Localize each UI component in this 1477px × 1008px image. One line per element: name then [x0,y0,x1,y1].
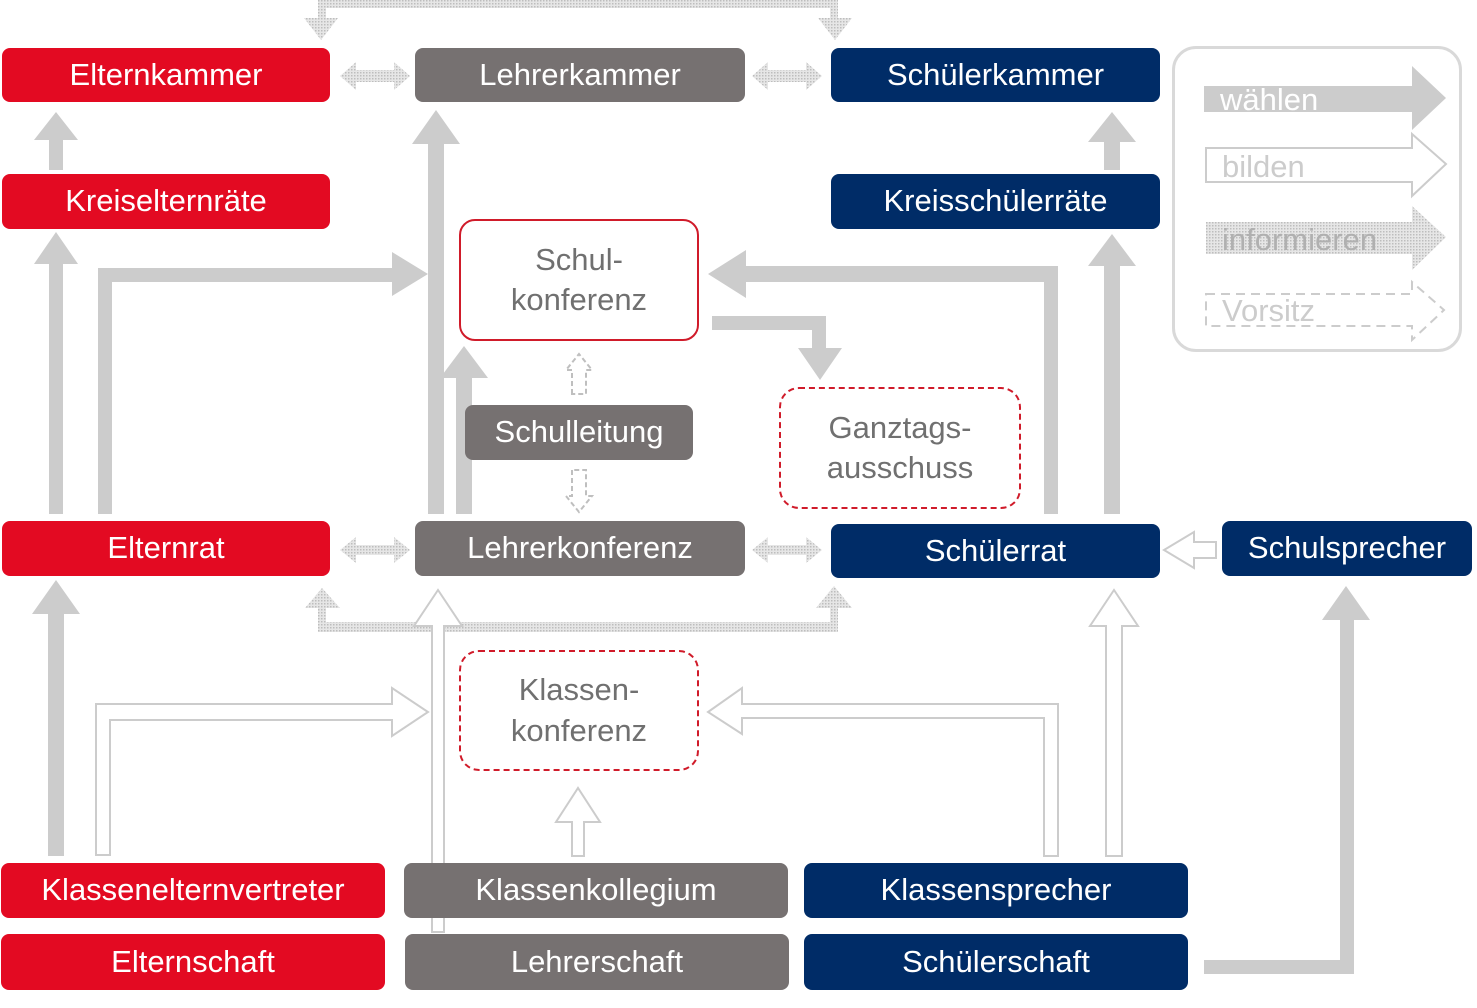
elect-arrow-lehrerkonferenz-schulkonferenz [440,346,488,514]
node-label: Klassenkollegium [475,872,717,908]
elect-arrow-elternrat-schulkonferenz [98,252,428,514]
form-arrow-klassenkollegium-klassenkonferenz [554,786,602,857]
node-schuelerkammer[interactable]: Schülerkammer [831,48,1160,102]
node-label: Schulleitung [494,414,664,450]
inform-arrow-bottom-bracket [305,586,852,632]
form-arrow-klassensprecher-schuelerrat [1088,588,1140,857]
node-klassenelternvertreter[interactable]: Klassenelternvertreter [1,863,385,918]
node-label: Kreiselternräte [65,183,267,219]
node-label-line-1: Ganztags- [828,409,972,445]
node-ganztagsausschuss[interactable]: Ganztags- ausschuss [779,387,1021,509]
chair-arrow-schulleitung-lehrerkonferenz [563,469,595,514]
node-klassensprecher[interactable]: Klassensprecher [804,863,1188,918]
node-label: Elternkammer [69,56,263,92]
legend-label-informieren: informieren [1222,222,1378,257]
elect-arrow-elternrat-kreiseltern [34,232,78,514]
node-label: Schulsprecher [1247,530,1447,566]
node-schulleitung[interactable]: Schulleitung [465,405,693,460]
legend [1172,46,1462,352]
node-lehrerkonferenz[interactable]: Lehrerkonferenz [415,521,745,576]
elect-arrow-kreiseltern-elternkammer [34,112,78,170]
legend-arrow-bilden [1205,131,1448,199]
elect-arrow-klassenelternvertreter-elternrat [32,580,80,856]
node-label: Schülerrat [924,532,1067,568]
node-label: Lehrerkonferenz [467,530,693,566]
inform-arrow-eltern-lehrerkammer [340,62,410,90]
node-schuelerschaft[interactable]: Schülerschaft [804,934,1188,990]
node-elternschaft[interactable]: Elternschaft [1,934,385,990]
chair-arrow-schulleitung-schulkonferenz [563,352,595,395]
node-label: Klassenelternvertreter [41,872,345,908]
node-schulkonferenz[interactable]: Schul- konferenz [459,219,699,341]
node-label: Lehrerschaft [510,943,684,979]
node-lehrerschaft[interactable]: Lehrerschaft [405,934,789,990]
legend-label-waehlen: wählen [1220,82,1319,117]
inform-arrow-lehrer-schuelerkammer [752,62,822,90]
elect-arrow-schuelerrat-schulkonferenz [708,250,1058,514]
inform-arrow-elternrat-lehrerkonferenz [340,537,410,563]
elect-arrows [32,110,1370,974]
node-label: Lehrerkammer [479,56,681,92]
node-label: Schülerschaft [902,943,1090,979]
node-schulsprecher[interactable]: Schulsprecher [1222,521,1472,576]
node-label-line-2: ausschuss [826,450,974,485]
node-klassenkonferenz[interactable]: Klassen- konferenz [459,650,699,771]
node-label-line-1: Schul- [535,241,623,277]
node-elternrat[interactable]: Elternrat [2,521,330,576]
node-lehrerkammer[interactable]: Lehrerkammer [415,48,745,102]
node-kreisschuelerraete[interactable]: Kreisschülerräte [831,174,1160,229]
elect-arrow-kreisschueler-schuelerkammer [1088,112,1136,170]
node-label-line-1: Klassen- [518,672,640,708]
legend-arrow-waehlen [1204,66,1446,130]
node-label: Elternrat [107,530,225,566]
form-arrows [95,530,1217,933]
elect-arrow-schulkonferenz-ganztag [712,316,842,380]
node-klassenkollegium[interactable]: Klassenkollegium [404,863,788,918]
elect-arrow-schuelerrat-kreisschueler [1088,234,1136,514]
chair-arrows [563,352,595,514]
inform-arrow-top-bracket [304,0,852,40]
elect-arrow-schuelerschaft-schulsprecher [1204,586,1370,974]
inform-arrow-lehrerkonferenz-schuelerrat [752,537,822,563]
node-label-line-2: konferenz [510,712,648,748]
legend-label-vorsitz: Vorsitz [1222,293,1316,328]
node-label: Kreisschülerräte [883,183,1108,219]
node-label: Klassensprecher [880,872,1112,908]
node-kreiselternraete[interactable]: Kreiselternräte [2,174,330,229]
elect-arrow-lehrerkonferenz-lehrerkammer [412,110,460,514]
form-arrow-schulsprecher-schuelerrat [1162,530,1217,570]
form-arrow-klassenelternvertreter-klassenkonferenz [95,686,430,856]
node-label: Schülerkammer [886,56,1105,92]
legend-arrows [1204,66,1448,343]
node-label: Elternschaft [111,943,275,979]
legend-label-bilden: bilden [1222,149,1305,184]
legend-arrow-informieren [1206,206,1446,270]
node-label-line-2: konferenz [510,282,648,317]
node-schuelerrat[interactable]: Schülerrat [831,524,1160,578]
node-elternkammer[interactable]: Elternkammer [2,48,330,102]
form-arrow-klassensprecher-klassenkonferenz [706,686,1059,857]
